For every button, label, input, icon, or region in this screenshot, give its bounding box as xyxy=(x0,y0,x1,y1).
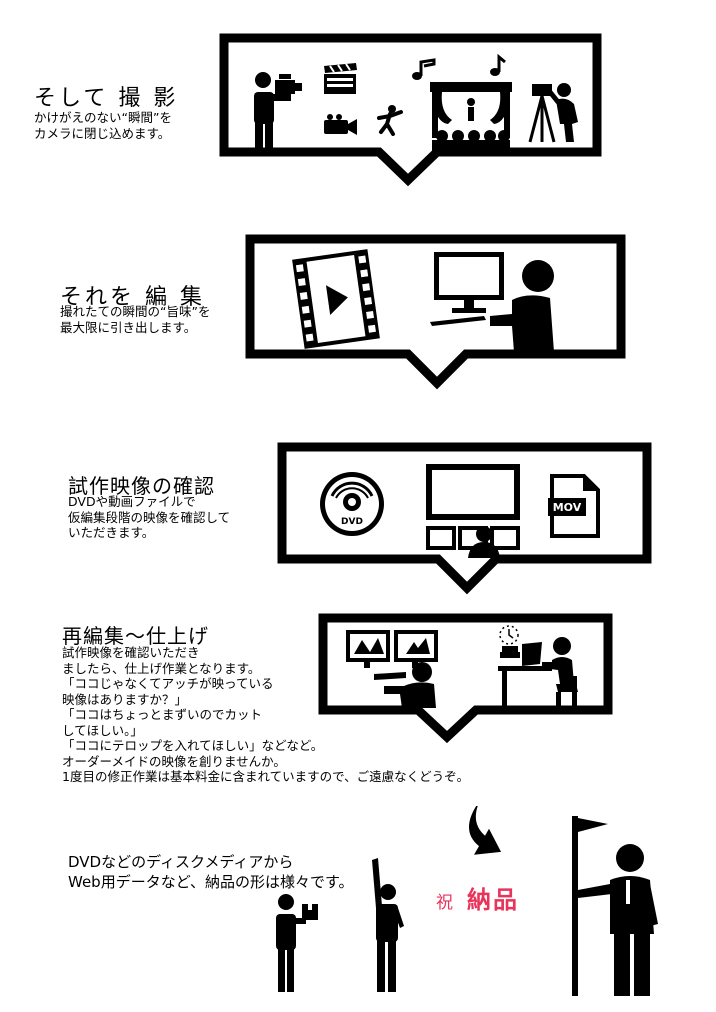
delivery-description: DVDなどのディスクメディアから Web用データなど、納品の形は様々です。 xyxy=(68,852,353,892)
clapperboard-icon xyxy=(324,63,357,94)
description-line: 1度目の修正作業は基本料金に含まれていますので、ご遠慮なくどうぞ。 xyxy=(62,769,470,784)
celebration-prefix: 祝 xyxy=(436,893,455,913)
curved-arrow-icon xyxy=(468,806,502,855)
person-with-box-icon xyxy=(276,894,318,992)
step-shooting-description: かけがえのない“瞬間”を カメラに閉じ込めます。 xyxy=(34,110,172,141)
film-strip-play-icon xyxy=(292,249,380,349)
description-line: 試作映像を確認いただき xyxy=(62,645,200,660)
description-line: 「ココはちょっとまずいのでカット xyxy=(62,707,263,722)
description-line: オーダーメイドの映像を創りませんか。 xyxy=(62,753,286,769)
person-raising-hand-icon xyxy=(372,858,404,992)
dancer-icon xyxy=(377,105,403,136)
description-line: DVDや動画ファイルで xyxy=(68,494,196,509)
step-editing-description: 撮れたての瞬間の“旨味”を 最大限に引き出します。 xyxy=(60,304,210,335)
mov-file-icon: MOV xyxy=(548,474,600,538)
delivery-label: 祝納品 xyxy=(436,880,519,915)
tripod-camera-icon xyxy=(528,83,578,143)
person-with-flag-icon xyxy=(572,816,658,996)
clock-icon xyxy=(499,625,519,645)
description-line: ましたら、仕上げ作業となります。 xyxy=(62,660,261,676)
monitor-review-icon xyxy=(426,464,520,558)
description-line: Web用データなど、納品の形は様々です。 xyxy=(68,873,354,891)
editor-at-computer-icon xyxy=(430,252,554,352)
desk-worker-icon xyxy=(498,637,578,708)
dvd-label: DVD xyxy=(341,517,363,527)
mov-label: MOV xyxy=(553,501,582,514)
music-note-icon xyxy=(412,58,436,80)
step-editing-title: それを 編 集 xyxy=(60,285,205,310)
dvd-disc-icon: DVD xyxy=(320,472,384,536)
step-preview-title: 試作映像の確認 xyxy=(68,474,215,498)
delivery-title: 納品 xyxy=(467,886,519,914)
step-finishing-title: 再編集～仕上げ xyxy=(62,624,209,648)
description-line: してほしい。」 xyxy=(62,722,143,738)
description-line: 「ココじゃなくてアッチが映っている xyxy=(62,676,274,691)
description-line: 撮れたての瞬間の“旨味”を xyxy=(60,304,211,319)
step-preview-description: DVDや動画ファイルで 仮編集段階の映像を確認して いただきます。 xyxy=(68,494,230,541)
dual-monitor-editor-icon xyxy=(346,630,438,708)
cameraman-icon xyxy=(254,72,302,152)
description-line: 最大限に引き出します。 xyxy=(60,319,197,335)
description-line: カメラに閉じ込めます。 xyxy=(34,125,171,141)
description-line: 仮編集段階の映像を確認して xyxy=(68,509,231,525)
description-line: 映像はありますか？」 xyxy=(62,691,188,707)
description-line: DVDなどのディスクメディアから xyxy=(68,853,294,871)
description-line: いただきます。 xyxy=(68,525,155,540)
step-shooting-title: そして 撮 影 xyxy=(34,86,179,111)
music-note-icon xyxy=(490,54,506,76)
theater-stage-icon xyxy=(430,82,512,154)
description-line: 「ココにテロップを入れてほしい」などなど。 xyxy=(62,738,324,753)
description-line: かけがえのない“瞬間”を xyxy=(34,110,172,125)
video-camera-icon xyxy=(324,114,357,135)
step-finishing-description: 試作映像を確認いただき ましたら、仕上げ作業となります。 「ココじゃなくてアッチ… xyxy=(62,645,469,785)
